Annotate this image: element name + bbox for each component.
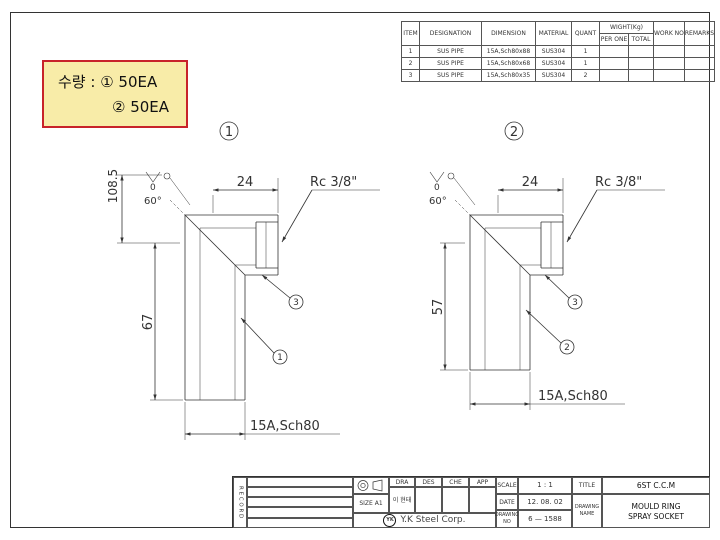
weld-zero-view-2: 0	[434, 183, 440, 193]
record-column: R E C O R D	[233, 477, 247, 528]
view-1-balloon-1	[272, 349, 288, 365]
dra-label: DRA	[389, 477, 415, 487]
view-1-label-circle	[219, 121, 239, 141]
view-2-label: 2	[510, 125, 518, 140]
drawing-no-label: DRAWING NO	[494, 512, 520, 525]
view-2-balloon-2	[559, 339, 575, 355]
view-1-elbow	[117, 121, 380, 440]
company-name: Y.K Steel Corp.	[400, 515, 466, 525]
dim-108-5: 108.5	[106, 169, 120, 203]
des-signature	[415, 487, 442, 513]
projection-symbol	[353, 477, 389, 494]
record-line	[247, 507, 353, 518]
weld-angle-view-1: 60°	[144, 196, 162, 207]
title-label: TITLE	[572, 477, 602, 494]
weld-zero-view-1: 0	[150, 183, 156, 193]
bill-of-materials: ITEM DESIGNATION DIMENSION MATERIAL QUAN…	[401, 21, 716, 82]
drawing-name-label-cell: DRAWING NAME	[572, 494, 602, 528]
drawer-name: 이 현태	[389, 487, 415, 513]
company-block: YK Y.K Steel Corp.	[353, 513, 496, 528]
drawing-no-label-cell: DRAWING NO	[494, 510, 520, 528]
view-2-elbow	[429, 121, 665, 410]
drawing-name-value: MOULD RING SPRAY SOCKET	[602, 494, 710, 528]
record-line	[247, 477, 353, 487]
bom-row: 3 SUS PIPE 15A,Sch80x35 SUS304 2	[401, 69, 716, 82]
pipe-spec-view-2: 15A,Sch80	[538, 389, 608, 404]
bom-cell-dimension: 15A,Sch80x35	[481, 69, 536, 82]
bom-cell-item: 3	[401, 69, 420, 82]
dim-24-view-2: 24	[522, 175, 539, 190]
company-logo: YK	[383, 514, 397, 527]
drawing-no-value: 6 — 1588	[518, 510, 572, 528]
drawing-name-label: DRAWING NAME	[574, 504, 600, 517]
bom-header-material: MATERIAL	[535, 21, 572, 46]
scale-value: 1 : 1	[518, 477, 572, 494]
bom-row: 1 SUS PIPE 15A,Sch80x88 SUS304 1	[401, 45, 716, 58]
thread-spec-view-2: Rc 3/8"	[595, 175, 642, 190]
app-label: APP	[469, 477, 496, 487]
thread-spec-view-1: Rc 3/8"	[310, 175, 357, 190]
bom-cell-remarks	[683, 69, 716, 82]
dim-57: 57	[431, 299, 446, 316]
che-label: CHE	[442, 477, 469, 487]
record-label: R E C O R D	[237, 486, 244, 519]
record-line	[247, 497, 353, 507]
view-1-label: 1	[225, 125, 233, 140]
third-angle-projection-icon	[357, 479, 383, 492]
dim-24-view-1: 24	[237, 175, 254, 190]
balloon-2-text: 2	[564, 343, 570, 353]
balloon-3-view-2-text: 3	[572, 298, 578, 308]
record-line	[247, 487, 353, 497]
dim-67: 67	[141, 314, 156, 331]
bom-header-work-no: WORK NO	[653, 21, 685, 46]
date-label: DATE	[496, 494, 518, 510]
bom-header-row: ITEM DESIGNATION DIMENSION MATERIAL QUAN…	[401, 21, 716, 46]
balloon-3-view-1-text: 3	[293, 298, 299, 308]
view-2-label-circle	[504, 121, 524, 141]
balloon-1-text: 1	[277, 353, 283, 363]
quantity-line-1: 수량 : ① 50EA	[58, 71, 157, 92]
sheet-size: SIZE A1	[353, 494, 389, 513]
des-label: DES	[415, 477, 442, 487]
view-2-balloon-3	[567, 294, 583, 310]
date-value: 12. 08. 02	[518, 494, 572, 510]
bom-header-dimension: DIMENSION	[481, 21, 536, 46]
quantity-note: 수량 : ① 50EA ② 50EA	[42, 60, 188, 128]
title-value: 6ST C.C.M	[602, 477, 710, 494]
quantity-line-2: ② 50EA	[112, 98, 170, 116]
bom-header-remarks: REMARKS	[683, 21, 716, 46]
quantity-item-1: ① 50EA	[100, 73, 158, 91]
record-line	[247, 518, 353, 528]
weld-angle-view-2: 60°	[429, 196, 447, 207]
scale-label: SCALE	[496, 477, 518, 494]
drawing-name-line-1: MOULD RING	[631, 501, 681, 511]
title-block: R E C O R D DRA DES CHE APP 이 현태 SIZE A1…	[232, 476, 710, 528]
app-signature	[469, 487, 496, 513]
che-signature	[442, 487, 469, 513]
view-1-balloon-3	[288, 294, 304, 310]
drawing-name-line-2: SPRAY SOCKET	[628, 511, 684, 521]
quantity-prefix: 수량 :	[58, 73, 96, 91]
bom-cell-total	[628, 69, 654, 82]
pipe-spec-view-1: 15A,Sch80	[250, 419, 320, 434]
